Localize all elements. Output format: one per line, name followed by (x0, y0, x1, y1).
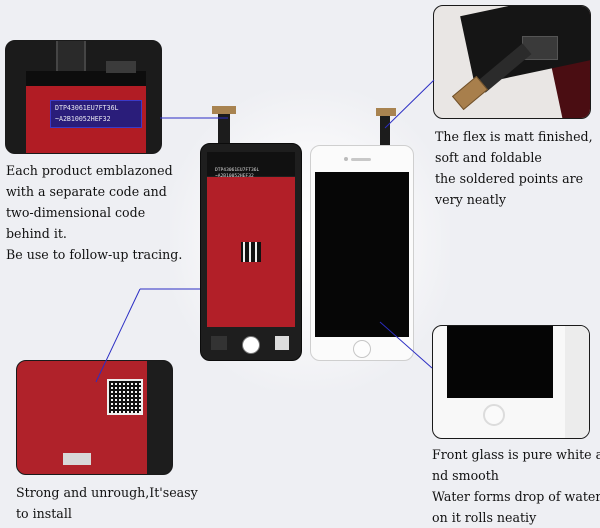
caption-line: Strong and unrough,It'seasy (16, 485, 198, 500)
leader-line-glass (379, 321, 433, 369)
caption-line: Front glass is pure white a (432, 447, 600, 462)
home-button-icon (483, 404, 505, 426)
earpiece-icon (351, 158, 371, 161)
back-flex-connector (212, 106, 236, 114)
caption-line: behind it. (6, 226, 67, 241)
lcd-back-code-line: DTP43061EU7FT36L (215, 168, 260, 173)
leader-line-install-d (95, 288, 141, 383)
leader-line-flex (384, 79, 435, 129)
caption-line: nd smooth (432, 468, 499, 483)
inset-back-closeup (16, 360, 173, 475)
inset-front-screen (447, 326, 553, 398)
caption-code: Each product emblazoned with a separate … (6, 160, 182, 265)
caption-line: Each product emblazoned (6, 163, 173, 178)
inset-code-label: DTP43061EU7FT36L ~A2B10052HEF32 (50, 100, 142, 128)
caption-line: two-dimensional code (6, 205, 146, 220)
inset-front-side (565, 326, 589, 438)
home-button-icon (353, 340, 371, 358)
inset-code-line: ~A2B10052HEF32 (55, 115, 111, 123)
caption-line: the soldered points are (435, 171, 584, 186)
caption-flex: The flex is matt finished, soft and fold… (435, 126, 593, 210)
inset-code-top-bar (26, 71, 146, 87)
caption-line: on it rolls neatiy (432, 510, 537, 525)
qr-code-icon (241, 242, 261, 262)
caption-line: with a separate code and (6, 184, 167, 199)
front-flex-cable (380, 112, 390, 148)
lcd-back-code-line: ~A2B10052HEF32 (215, 174, 254, 179)
front-flex-connector (376, 108, 396, 116)
inset-flex-closeup (433, 5, 591, 119)
lcd-front-image (310, 145, 414, 361)
caption-line: The flex is matt finished, (435, 129, 593, 144)
lcd-back-top-bar (207, 152, 295, 176)
lcd-back-bracket (211, 336, 227, 350)
front-camera-icon (344, 157, 348, 161)
caption-install: Strong and unrough,It'seasy to install (16, 482, 198, 524)
inset-code-line: DTP43061EU7FT36L (55, 104, 119, 112)
inset-code-tab (106, 61, 136, 73)
back-flex-cable (218, 110, 230, 146)
lcd-back-code-label: DTP43061EU7FT36L ~A2B10052HEF32 (215, 168, 285, 180)
caption-line: very neatly (435, 192, 506, 207)
caption-glass: Front glass is pure white a nd smooth Wa… (432, 444, 600, 528)
inset-back-edge (147, 361, 172, 474)
caption-line: Water forms drop of water (432, 489, 600, 504)
lcd-back-sticker (275, 336, 289, 350)
lcd-front-screen (315, 172, 409, 337)
qr-code-icon (107, 379, 143, 415)
inset-code-flex (56, 41, 86, 71)
inset-front-closeup (432, 325, 590, 439)
caption-line: Be use to follow-up tracing. (6, 247, 183, 262)
inset-back-sticker (63, 453, 91, 465)
caption-line: soft and foldable (435, 150, 542, 165)
caption-line: to install (16, 506, 72, 521)
home-button-icon (242, 336, 260, 354)
inset-code-closeup: DTP43061EU7FT36L ~A2B10052HEF32 (5, 40, 162, 154)
lcd-back-image: DTP43061EU7FT36L ~A2B10052HEF32 (200, 143, 302, 361)
